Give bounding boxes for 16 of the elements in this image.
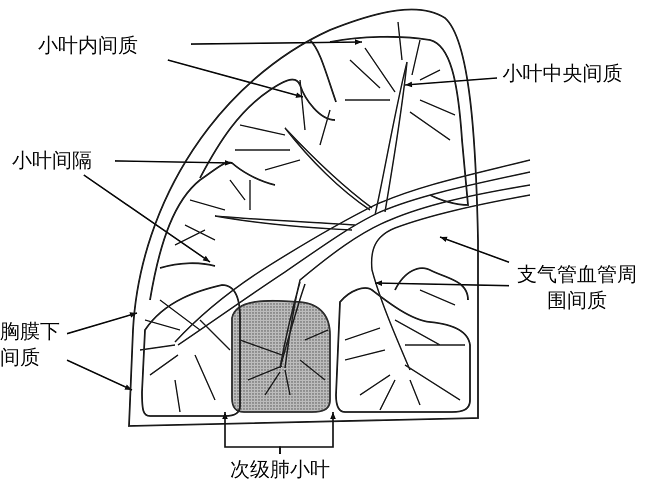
callout-label: 小叶间隔 — [12, 147, 93, 173]
leader-arrow — [83, 174, 210, 263]
callout-label: 小叶内间质 — [38, 32, 139, 58]
leader-arrow — [440, 236, 510, 263]
callout-label: 次级肺小叶 — [229, 456, 331, 482]
leader-arrow — [374, 280, 510, 286]
leader-arrow — [191, 39, 362, 45]
leader-arrow — [66, 359, 132, 391]
leader-arrow — [168, 59, 304, 98]
leader-arrow — [114, 160, 232, 166]
callout-label: 胸膜下间质 — [0, 318, 61, 370]
leader-arrow — [404, 77, 498, 88]
leader-arrow — [66, 312, 138, 334]
callout-label: 小叶中央间质 — [502, 60, 624, 86]
callout-label: 支气管血管周围间质 — [516, 261, 638, 313]
bracket-arrow — [279, 412, 336, 454]
